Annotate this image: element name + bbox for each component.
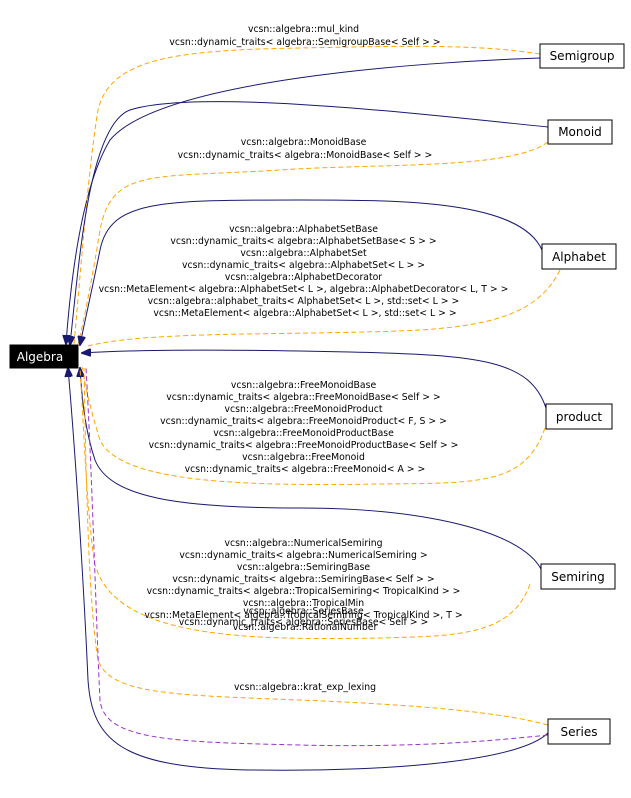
label-line: vcsn::dynamic_traits< algebra::FreeMonoi…: [185, 464, 426, 475]
label-monoid: vcsn::algebra::MonoidBase vcsn::dynamic_…: [178, 137, 433, 161]
label-line: vcsn::dynamic_traits< algebra::TropicalS…: [147, 586, 461, 597]
node-product[interactable]: product: [545, 403, 613, 430]
label-product: vcsn::algebra::FreeMonoidBase vcsn::dyna…: [149, 380, 462, 475]
edge-product-solid: [82, 350, 547, 409]
edge-monoid-dashed: [77, 141, 549, 346]
edge-product-dashed: [81, 366, 546, 485]
edge-semiring-dashed: [79, 367, 531, 639]
label-line: vcsn::dynamic_traits< algebra::FreeMonoi…: [166, 392, 440, 403]
label-line: vcsn::dynamic_traits< algebra::Semigroup…: [169, 37, 440, 48]
label-semigroup: vcsn::algebra::mul_kind vcsn::dynamic_tr…: [169, 24, 440, 48]
label-line: vcsn::algebra::SemiringBase: [237, 562, 371, 573]
label-line: vcsn::dynamic_traits< algebra::FreeMonoi…: [149, 440, 459, 451]
node-algebra-label: Algebra: [17, 350, 63, 364]
label-line: vcsn::algebra::NumericalSemiring: [224, 538, 382, 549]
label-line: vcsn::dynamic_traits< algebra::AlphabetS…: [170, 236, 436, 247]
node-algebra[interactable]: Algebra: [9, 344, 79, 369]
label-series: vcsn::algebra::krat_exp_lexing: [234, 682, 376, 693]
node-series-label: Series: [561, 725, 598, 739]
label-line: vcsn::algebra::FreeMonoidProduct: [225, 404, 383, 415]
edge-semigroup-solid: [66, 57, 541, 344]
node-alphabet-label: Alphabet: [552, 250, 606, 264]
label-line: vcsn::algebra::MonoidBase: [241, 137, 367, 148]
node-semigroup[interactable]: Semigroup: [539, 43, 625, 69]
node-monoid[interactable]: Monoid: [547, 119, 613, 145]
edge-series-dashed-purple: [85, 367, 549, 747]
label-line: vcsn::algebra::FreeMonoidBase: [231, 380, 377, 391]
node-monoid-label: Monoid: [558, 125, 602, 139]
label-alphabet: vcsn::algebra::AlphabetSetBase vcsn::dyn…: [99, 224, 512, 319]
label-line: vcsn::algebra::mul_kind: [248, 24, 359, 35]
label-line: vcsn::algebra::alphabet_traits< Alphabet…: [148, 296, 460, 307]
label-line: vcsn::algebra::FreeMonoid: [242, 452, 365, 463]
node-semiring-label: Semiring: [551, 570, 605, 584]
label-line: vcsn::algebra::SeriesBase: [243, 606, 364, 617]
label-line: vcsn::algebra::AlphabetSetBase: [229, 224, 378, 235]
label-line: vcsn::dynamic_traits< algebra::SeriesBas…: [179, 617, 429, 628]
label-line: vcsn::MetaElement< algebra::AlphabetSet<…: [153, 308, 456, 319]
node-semigroup-label: Semigroup: [550, 49, 615, 63]
label-line: vcsn::dynamic_traits< algebra::MonoidBas…: [178, 150, 433, 161]
label-line: vcsn::dynamic_traits< algebra::FreeMonoi…: [160, 416, 447, 427]
node-product-label: product: [556, 410, 602, 424]
edge-series-solid: [68, 368, 549, 771]
label-line: vcsn::MetaElement< algebra::TropicalSemi…: [144, 610, 462, 621]
label-line: vcsn::algebra::krat_exp_lexing: [234, 682, 376, 693]
label-line: vcsn::algebra::FreeMonoidProductBase: [213, 428, 394, 439]
edge-alphabet-solid: [80, 199, 543, 345]
label-line: vcsn::MetaElement< algebra::AlphabetSet<…: [99, 284, 509, 295]
label-line: vcsn::dynamic_traits< algebra::AlphabetS…: [182, 260, 425, 271]
label-line: vcsn::dynamic_traits< algebra::Numerical…: [179, 550, 427, 561]
edge-semigroup-dashed: [73, 45, 541, 345]
edge-monoid-solid: [70, 101, 549, 345]
node-alphabet[interactable]: Alphabet: [541, 243, 617, 270]
edge-semiring-solid: [80, 368, 542, 570]
label-line: vcsn::algebra::TropicalMin: [243, 598, 364, 609]
label-line: vcsn::dynamic_traits< algebra::SemiringB…: [172, 574, 434, 585]
label-semiring: vcsn::algebra::NumericalSemiring vcsn::d…: [144, 538, 465, 633]
label-line: vcsn::algebra::AlphabetDecorator: [225, 272, 382, 283]
node-semiring[interactable]: Semiring: [540, 563, 616, 590]
label-line: vcsn::algebra::AlphabetSet: [240, 248, 367, 259]
label-line: vcsn::algebra::RationalNumber: [233, 622, 378, 633]
node-series[interactable]: Series: [547, 718, 611, 745]
edge-alphabet-dashed: [87, 269, 561, 347]
